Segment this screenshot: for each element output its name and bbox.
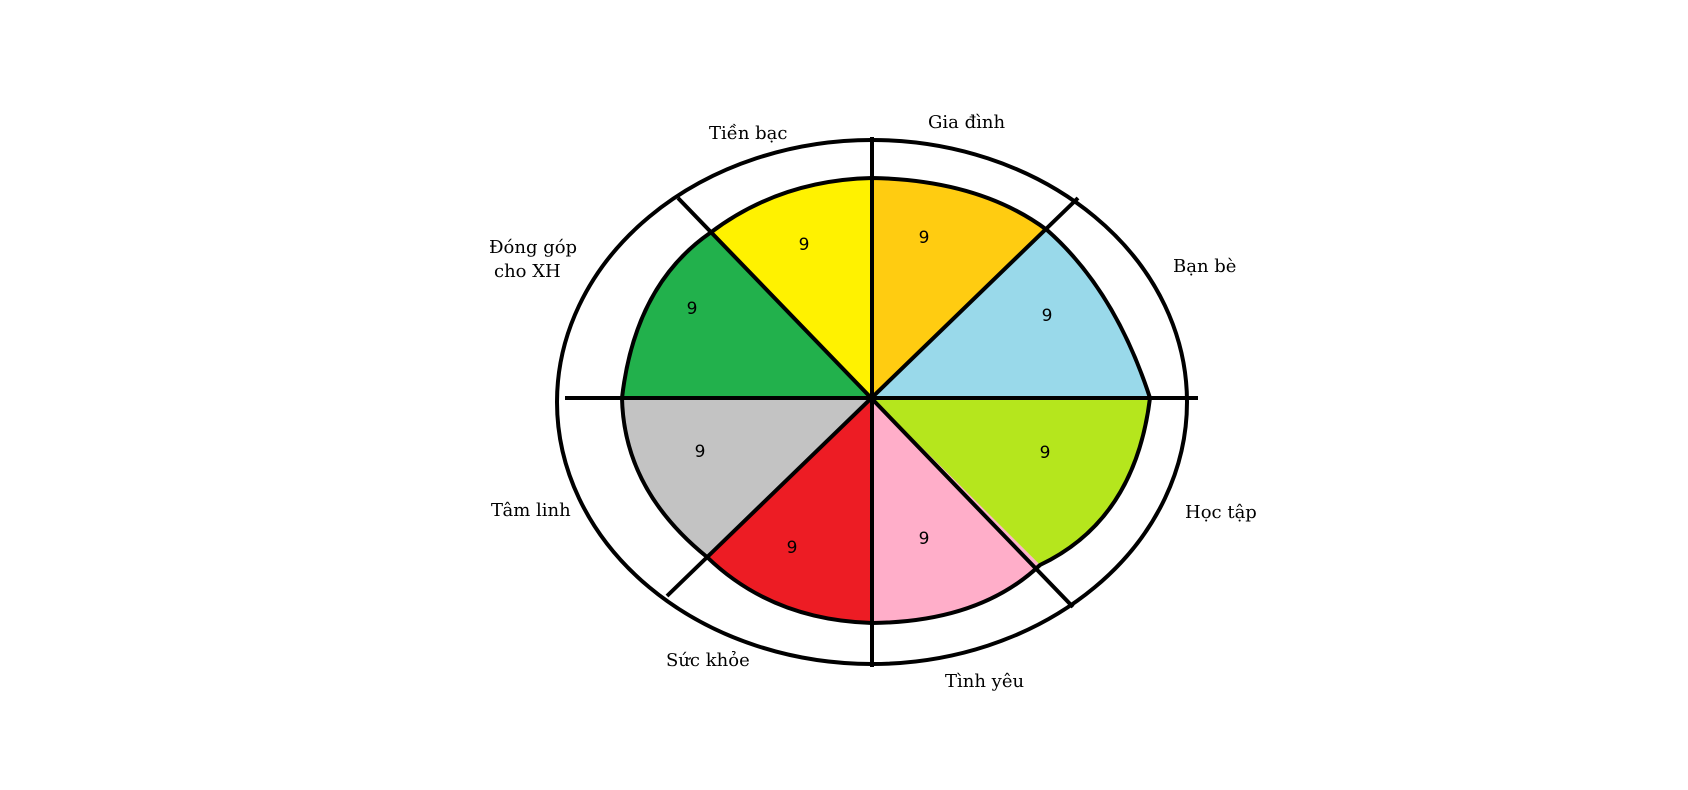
wedge-suc-khoe — [707, 398, 872, 623]
spokes — [565, 137, 1198, 667]
spoke-diagonal-nw-se — [676, 196, 1075, 609]
value-tam-linh: 9 — [695, 442, 706, 462]
label-hoc-tap: Học tập — [1185, 502, 1257, 523]
category-labels: Gia đình Bạn bè Học tập Tình yêu Sức khỏ… — [489, 112, 1257, 692]
label-tinh-yeu: Tình yêu — [945, 671, 1024, 692]
label-dong-gop-line2: cho XH — [494, 261, 561, 282]
wedge-tinh-yeu — [872, 398, 1040, 623]
label-gia-dinh: Gia đình — [928, 112, 1005, 133]
label-suc-khoe: Sức khỏe — [666, 650, 750, 671]
value-labels: 9 9 9 9 9 9 9 9 — [687, 228, 1053, 558]
wedge-dong-gop — [622, 233, 872, 398]
label-ban-be: Bạn bè — [1173, 256, 1236, 277]
value-ban-be: 9 — [1042, 306, 1053, 326]
wedge-tam-linh — [622, 398, 872, 557]
wedge-hoc-tap — [872, 398, 1150, 565]
value-dong-gop: 9 — [687, 299, 698, 319]
wedge-gia-dinh — [872, 178, 1047, 398]
label-tam-linh: Tâm linh — [491, 500, 571, 521]
value-suc-khoe: 9 — [787, 538, 798, 558]
label-tien-bac: Tiền bạc — [709, 123, 788, 144]
value-gia-dinh: 9 — [919, 228, 930, 248]
wedge-tien-bac — [710, 178, 872, 398]
label-dong-gop-line1: Đóng góp — [489, 237, 577, 258]
value-hoc-tap: 9 — [1040, 443, 1051, 463]
value-tinh-yeu: 9 — [919, 529, 930, 549]
wedge-group — [622, 178, 1150, 623]
wedge-ban-be — [872, 230, 1150, 398]
value-tien-bac: 9 — [799, 235, 810, 255]
